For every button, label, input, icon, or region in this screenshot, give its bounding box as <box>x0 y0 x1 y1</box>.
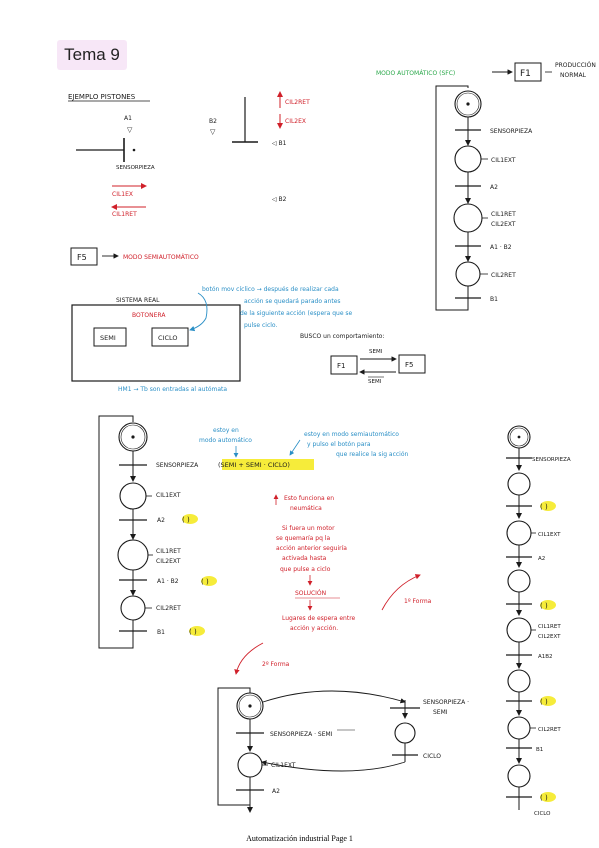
example-title: EJEMPLO PISTONES <box>68 93 136 101</box>
label-b2: B2 <box>209 118 217 125</box>
forma-1-label: 1º Forma <box>404 598 432 605</box>
auto-a2b: CIL2EXT <box>491 221 516 228</box>
hm1-note: HM1 → Tb son entradas al autómata <box>118 386 227 393</box>
form1-a2a: CIL1RET <box>538 624 561 630</box>
form1-t2: A2 <box>538 556 545 562</box>
form1-bracket-3: ( ) <box>540 698 548 706</box>
auto-t2: A2 <box>490 184 498 191</box>
forma-2-label: 2º Forma <box>262 661 290 668</box>
form1-bracket-2: ( ) <box>540 602 548 610</box>
cil2ex-label: CIL2EX <box>285 118 306 125</box>
semi1-bracket-1: ( ) <box>182 516 190 524</box>
estoy-auto-2: modo automático <box>199 437 252 444</box>
form1-bracket-1: ( ) <box>540 503 548 511</box>
form2-t2: A2 <box>272 788 280 795</box>
form1-a3: CIL2RET <box>538 727 561 733</box>
cil1ex-label: CIL1EX <box>112 191 133 198</box>
cil1ret-label: CIL1RET <box>112 211 137 218</box>
sfc-automatic: MODO AUTOMÁTICO (SFC) F1 PRODUCCIÓN NORM… <box>376 62 596 311</box>
modo-semi-label: MODO SEMIAUTOMÁTICO <box>123 254 199 261</box>
sensor-label: SENSORPIEZA <box>116 165 155 171</box>
produccion-1: PRODUCCIÓN <box>555 62 596 69</box>
form1-t3: A1B2 <box>538 654 553 660</box>
boton-note-2: acción se quedará parado antes <box>244 298 341 305</box>
auto-a1: CIL1EXT <box>491 157 516 164</box>
semi1-t2: A2 <box>157 517 165 524</box>
a1-marker: ▽ <box>127 126 133 134</box>
f1-box: F1 <box>337 362 345 370</box>
busco-note: BUSCO un comportamiento: <box>300 333 385 340</box>
red-note-8: Lugares de espera entre <box>282 615 356 622</box>
semi1-a2a: CIL1RET <box>156 548 181 555</box>
b1-sensor: ◁ B1 <box>272 140 287 147</box>
form2-b1: SENSORPIEZA · <box>423 699 469 706</box>
semi-bottom: SEMI <box>368 379 382 385</box>
mode-auto-label: MODO AUTOMÁTICO (SFC) <box>376 70 455 77</box>
sfc-semi-1: SENSORPIEZA (SEMI + SEMI · CICLO) CIL1EX… <box>98 415 314 649</box>
b2-sensor: ◁ B2 <box>272 196 287 203</box>
boton-note-1: botón mov cíclico → después de realizar … <box>202 286 339 293</box>
form1-t5: CICLO <box>534 811 551 817</box>
estoy-semi-1: estoy en modo semiautomático <box>304 431 399 438</box>
sfc-form-2: SENSORPIEZA · SEMI CIL1EXT A2 SENSORPIEZ… <box>217 687 469 813</box>
auto-t3: A1 · B2 <box>490 244 512 251</box>
semi1-t4: B1 <box>157 629 165 636</box>
red-note-5: acción anterior seguiría <box>276 545 347 552</box>
ciclo-button: CICLO <box>158 334 178 342</box>
red-note-4: se quemaría pq la <box>276 535 330 542</box>
red-note-1: Esto funciona en <box>284 495 334 502</box>
botonera-label: BOTONERA <box>132 312 166 319</box>
semi1-bracket-3: ( ) <box>189 628 197 636</box>
auto-a3: CIL2RET <box>491 272 516 279</box>
estoy-auto-1: estoy en <box>213 427 239 434</box>
cil2ret-label: CIL2RET <box>285 99 310 106</box>
form2-ciclo: CICLO <box>423 753 441 760</box>
form1-a1: CIL1EXT <box>538 532 561 538</box>
page-title: Tema 9 <box>57 40 127 70</box>
semi1-a2b: CIL2EXT <box>156 558 181 565</box>
semi1-a1: CIL1EXT <box>156 492 181 499</box>
blue-annotations: estoy en modo automático estoy en modo s… <box>199 427 409 458</box>
semi-auto-section: F5 MODO SEMIAUTOMÁTICO SISTEMA REAL BOTO… <box>70 247 426 393</box>
form2-b2: SEMI <box>433 709 448 716</box>
label-a1: A1 <box>124 115 132 122</box>
page-title-text: Tema 9 <box>64 45 120 64</box>
semi-button: SEMI <box>100 334 116 342</box>
sistema-real-label: SISTEMA REAL <box>116 297 160 304</box>
red-note-9: acción y acción. <box>290 625 338 632</box>
form1-a2b: CIL2EXT <box>538 634 561 640</box>
estoy-semi-2: y pulso el botón para <box>307 441 371 448</box>
semi1-a3: CIL2RET <box>156 605 181 612</box>
semi-top: SEMI <box>369 349 383 355</box>
auto-t4: B1 <box>490 296 498 303</box>
b2-marker: ▽ <box>210 128 216 136</box>
produccion-2: NORMAL <box>560 72 587 79</box>
page-footer: Automatización industrial Page 1 <box>246 834 353 843</box>
red-note-7: que pulse a ciclo <box>280 566 331 573</box>
f5-key: F5 <box>77 253 87 262</box>
red-note-3: Si fuera un motor <box>282 525 335 532</box>
estoy-semi-3: que realice la sig acción <box>336 451 409 458</box>
red-note-6: activada hasta <box>282 555 327 562</box>
semi1-bracket-2: ( ) <box>201 578 209 586</box>
solucion-label: SOLUCIÓN <box>295 590 326 597</box>
form1-t4: B1 <box>536 747 543 753</box>
red-note-2: neumática <box>290 505 322 512</box>
boton-note-4: pulse ciclo. <box>244 322 278 329</box>
semi-formula: (SEMI + SEMI · CICLO) <box>218 461 290 469</box>
f1-key: F1 <box>520 69 531 79</box>
sfc-form-1: SENSORPIEZA ( ) CIL1EXT A2 ( ) CIL1RET C… <box>506 425 571 817</box>
form1-bracket-4: ( ) <box>540 794 548 802</box>
semi1-t3: A1 · B2 <box>157 578 179 585</box>
boton-note-3: de la siguiente acción (espera que se <box>240 310 353 317</box>
form1-t1: SENSORPIEZA <box>532 457 571 463</box>
auto-t1: SENSORPIEZA <box>490 128 533 135</box>
example-pistons: EJEMPLO PISTONES A1 ▽ SENSORPIEZA CIL1EX… <box>68 91 310 218</box>
f5-box: F5 <box>405 361 413 369</box>
auto-a2a: CIL1RET <box>491 211 516 218</box>
form2-t1: SENSORPIEZA · SEMI <box>270 731 333 738</box>
semi1-t1: SENSORPIEZA <box>156 462 199 469</box>
red-annotations: Esto funciona en neumática Si fuera un m… <box>234 494 432 675</box>
